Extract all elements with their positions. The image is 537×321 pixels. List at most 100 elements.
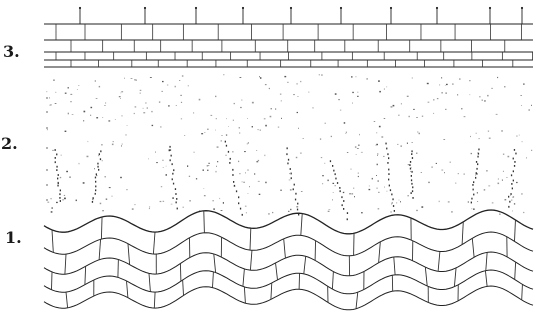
sediment-speck <box>497 77 498 78</box>
sediment-speck <box>87 156 89 158</box>
sediment-speck <box>344 122 346 124</box>
folded-joint-line <box>127 281 128 298</box>
sediment-speck <box>374 121 376 122</box>
fissure-speck <box>59 197 60 199</box>
fissure-speck <box>385 143 386 145</box>
sediment-speck <box>175 86 176 88</box>
fissure-speck <box>513 180 514 182</box>
fissure-speck <box>287 147 288 149</box>
post-top <box>79 7 81 9</box>
sediment-speck <box>376 132 377 133</box>
fissure-speck <box>515 153 516 155</box>
sediment-speck <box>335 93 337 95</box>
sediment-speck <box>502 180 503 181</box>
sediment-speck <box>303 138 305 139</box>
sediment-speck <box>113 141 114 142</box>
sediment-speck <box>366 78 368 79</box>
sediment-speck <box>244 151 246 152</box>
sediment-speck <box>470 136 471 137</box>
fissure-speck <box>332 165 333 167</box>
sediment-speck <box>208 163 209 164</box>
fissure-speck <box>96 173 97 175</box>
fissure-speck <box>389 185 390 187</box>
folded-joint-line <box>66 292 68 308</box>
sediment-speck <box>455 183 456 184</box>
sediment-speck <box>319 74 320 75</box>
sediment-speck <box>265 125 267 127</box>
fissure-speck <box>335 173 336 175</box>
sediment-speck <box>239 132 240 133</box>
sediment-speck <box>270 116 272 118</box>
fissure-speck <box>95 181 96 183</box>
sediment-speck <box>120 98 121 99</box>
fissure-speck <box>291 177 292 179</box>
sediment-speck <box>372 178 373 180</box>
sediment-speck <box>49 97 50 98</box>
folded-joint-line <box>149 273 150 291</box>
folded-bedding-line <box>44 270 533 294</box>
sediment-speck <box>247 170 248 171</box>
sediment-speck <box>343 192 344 193</box>
sediment-speck <box>358 92 359 93</box>
fissure-speck <box>410 161 411 163</box>
sediment-speck <box>78 85 79 86</box>
sediment-speck <box>247 118 248 119</box>
sediment-speck <box>269 88 270 89</box>
sediment-speck <box>275 108 276 110</box>
sediment-speck <box>445 109 446 110</box>
sediment-speck <box>212 200 214 201</box>
sediment-speck <box>109 187 111 188</box>
fissure-speck <box>297 209 298 211</box>
sediment-speck <box>393 105 395 107</box>
sediment-speck <box>333 183 335 184</box>
folded-joint-line <box>101 217 102 239</box>
sediment-speck <box>215 96 216 97</box>
sediment-speck <box>482 100 483 101</box>
fissure-speck <box>347 212 348 214</box>
sediment-speck <box>325 123 326 124</box>
sediment-speck <box>504 86 506 87</box>
sediment-speck <box>65 93 67 94</box>
folded-bedding-line <box>44 286 533 310</box>
folded-joint-line <box>379 242 381 263</box>
sediment-speck <box>499 214 501 215</box>
sediment-speck <box>204 132 205 133</box>
sediment-speck <box>332 199 333 201</box>
fissure-speck <box>333 170 334 172</box>
sediment-speck <box>122 115 123 116</box>
sediment-speck <box>201 133 203 134</box>
sediment-speck <box>398 115 400 116</box>
sediment-speck <box>450 162 451 164</box>
fissure-speck <box>171 155 172 157</box>
sediment-speck <box>196 178 197 179</box>
sediment-speck <box>188 85 189 86</box>
sediment-speck <box>238 161 239 162</box>
sediment-speck <box>506 177 507 178</box>
sediment-speck <box>356 76 357 77</box>
sediment-speck <box>252 102 254 104</box>
sediment-speck <box>376 144 378 145</box>
sediment-speck <box>241 100 242 101</box>
fissure-speck <box>56 154 57 156</box>
sediment-speck <box>445 85 446 86</box>
sediment-speck <box>181 102 182 103</box>
fissure-speck <box>100 158 101 160</box>
sediment-speck <box>281 100 282 101</box>
sediment-speck <box>233 120 234 121</box>
sediment-speck <box>377 155 378 156</box>
folded-joint-line <box>454 268 456 287</box>
fissure-speck <box>99 153 100 155</box>
fissure-speck <box>475 177 476 179</box>
sediment-speck <box>410 171 411 172</box>
sediment-speck <box>194 152 195 153</box>
sediment-speck <box>264 118 266 119</box>
sediment-speck <box>168 105 169 106</box>
sediment-speck <box>127 125 128 126</box>
fissure-speck <box>471 198 472 200</box>
sediment-speck <box>352 92 354 93</box>
sediment-speck <box>392 202 393 203</box>
sediment-speck <box>63 199 64 200</box>
sediment-speck <box>207 129 209 130</box>
fissure-speck <box>286 153 287 155</box>
